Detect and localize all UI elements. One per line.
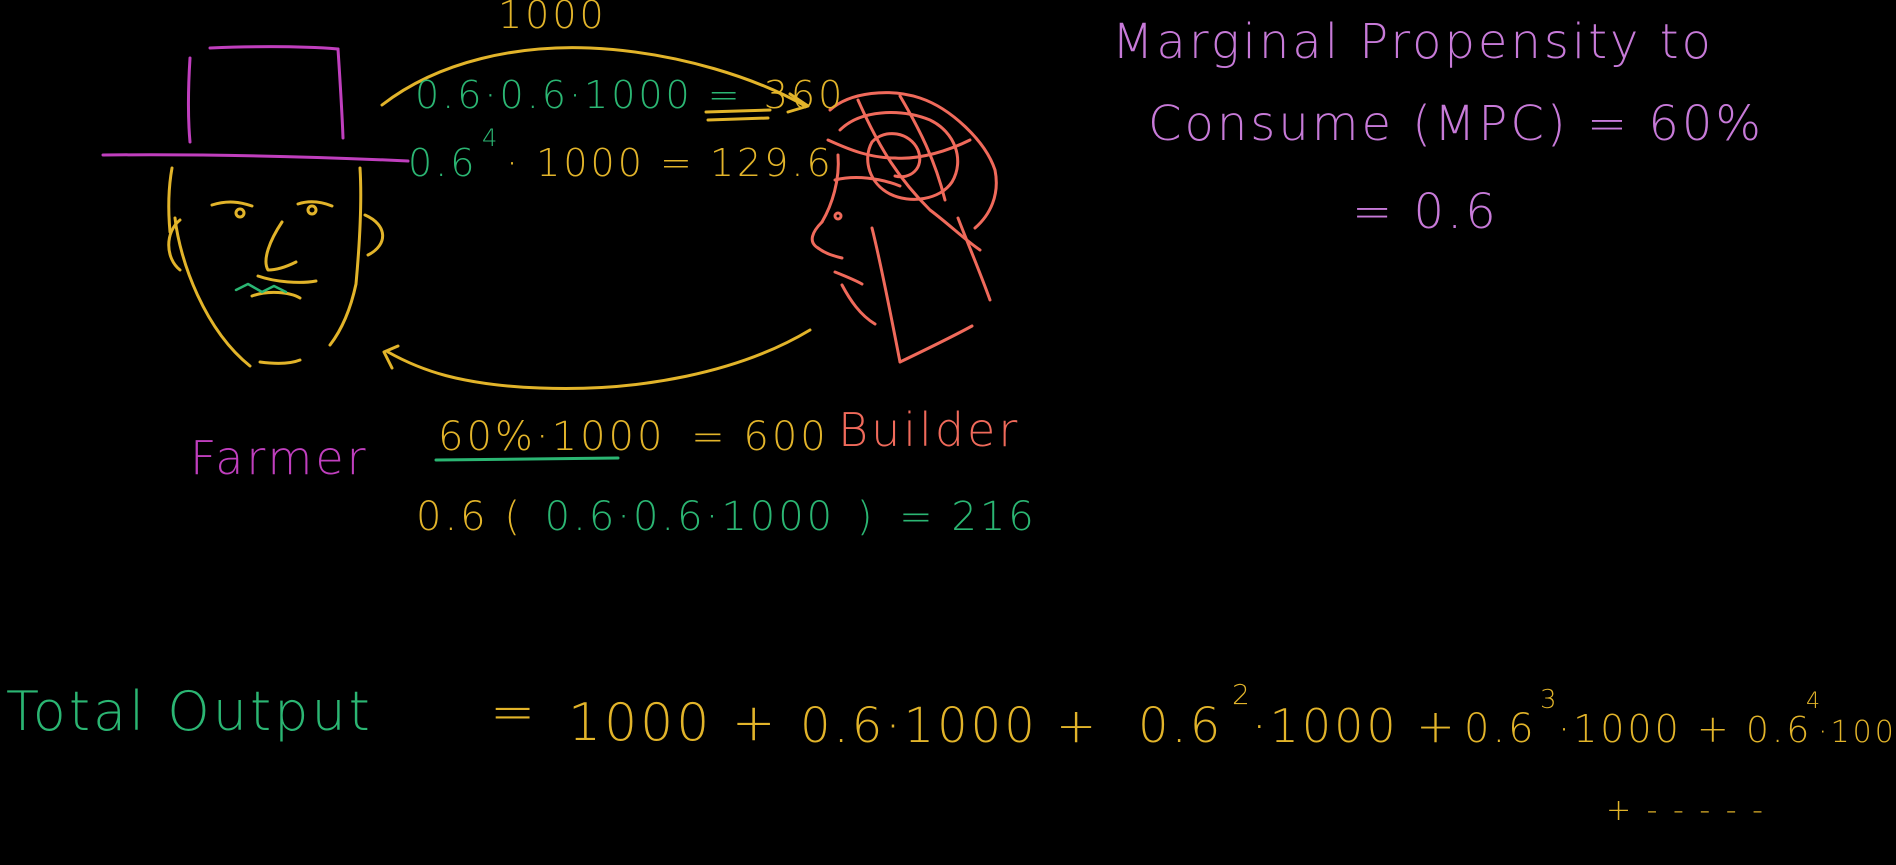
mpc-line-3: = 0.6 bbox=[1352, 184, 1499, 240]
mpc-definition: Marginal Propensity to Consume (MPC) = 6… bbox=[1112, 14, 1764, 240]
builder-drawing bbox=[810, 91, 998, 364]
total-term-5-exp: 4 bbox=[1806, 689, 1823, 714]
round-5-expression: 0.6 bbox=[408, 141, 477, 185]
round-2-underline bbox=[434, 456, 620, 462]
total-equals: = bbox=[490, 680, 538, 743]
arrow-head-right-icon bbox=[786, 92, 810, 114]
round-3-underline bbox=[704, 108, 772, 122]
arrow-head-left-icon bbox=[382, 344, 400, 370]
farmer-mustache bbox=[234, 282, 288, 294]
total-term-2: 0.6·1000 + bbox=[800, 698, 1099, 754]
total-term-5-base: 0.6 bbox=[1746, 710, 1812, 751]
top-amount: 1000 bbox=[498, 0, 607, 37]
total-term-3-rest: ·1000 + bbox=[1252, 699, 1458, 753]
bottom-arc bbox=[386, 328, 812, 390]
farmer-label: Farmer bbox=[190, 431, 369, 485]
round-2-expression: 60%·1000 = 600 bbox=[438, 414, 829, 460]
round-4-expression: 0.6 ( 0.6·0.6·1000 ) = 216 bbox=[416, 494, 1037, 540]
round-5-exponent: 4 bbox=[482, 124, 500, 152]
total-term-4-exp: 3 bbox=[1540, 685, 1560, 715]
total-term-4-base: 0.6 bbox=[1464, 706, 1537, 752]
round-4-paren-open: 0.6 ( bbox=[416, 494, 523, 540]
builder-label: Builder bbox=[838, 403, 1020, 457]
total-term-1: 1000 + bbox=[568, 693, 778, 753]
total-term-3-base: 0.6 bbox=[1138, 698, 1223, 754]
farmer-drawing bbox=[101, 45, 410, 368]
mpc-line-1: Marginal Propensity to bbox=[1112, 14, 1714, 70]
mpc-line-2: Consume (MPC) = 60% bbox=[1148, 96, 1764, 152]
farmer-hat bbox=[101, 45, 410, 163]
total-continuation: + - - - - - bbox=[1606, 793, 1766, 828]
farmer-face bbox=[167, 166, 385, 368]
round-2-rest: = 600 bbox=[691, 414, 829, 460]
total-term-3-exp: 2 bbox=[1232, 678, 1253, 711]
total-term-4-rest: ·1000 + bbox=[1558, 707, 1732, 751]
round-3-expression: 0.6·0.6·1000 = 360 bbox=[415, 73, 845, 117]
total-output-label: Total Output bbox=[6, 680, 373, 743]
round-4-rest: = 216 bbox=[899, 494, 1037, 540]
round-5-base: 0.6 bbox=[408, 141, 477, 185]
total-term-5-rest: ·1000 bbox=[1818, 715, 1896, 750]
total-output-equation: Total Output = 1000 + 0.6·1000 + 0.6 2 ·… bbox=[6, 678, 1896, 828]
round-5-rest: · 1000 = 129.6 bbox=[506, 141, 834, 185]
round-3-left: 0.6·0.6·1000 = bbox=[415, 73, 743, 117]
round-3-value: 360 bbox=[764, 73, 846, 117]
round-2-left: 60%·1000 bbox=[438, 414, 665, 460]
round-4-inner: 0.6·0.6·1000 bbox=[545, 494, 835, 540]
flow-arrows bbox=[380, 46, 812, 390]
flow-text: 1000 0.6·0.6·1000 = 360 0.6 4 · 1000 = 1… bbox=[408, 0, 1037, 540]
top-arc bbox=[380, 46, 807, 108]
round-4-paren-close: ) bbox=[857, 494, 876, 540]
